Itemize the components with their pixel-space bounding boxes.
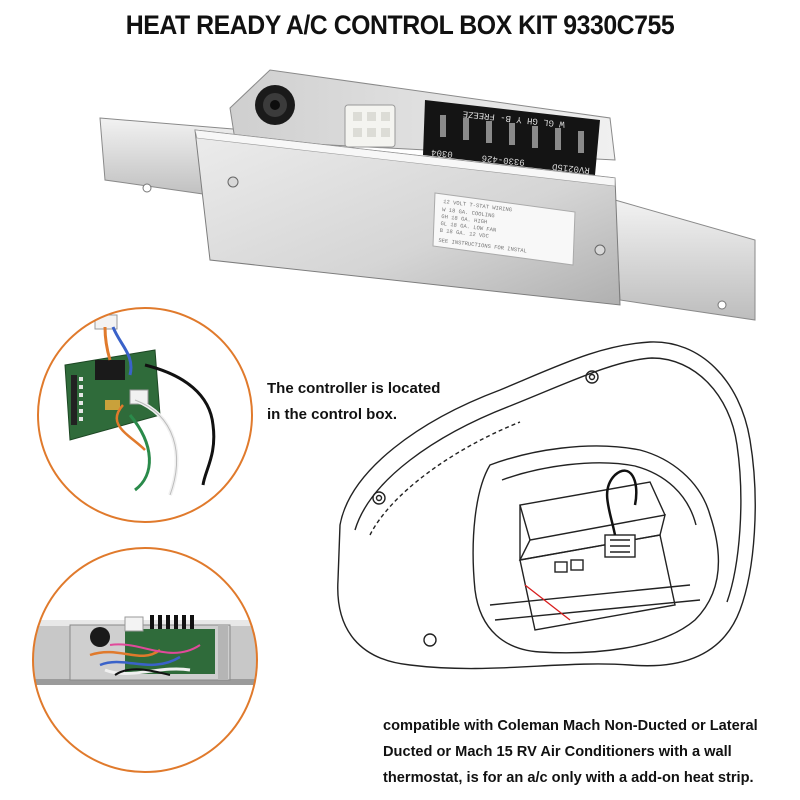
page-title: HEAT READY A/C CONTROL BOX KIT 9330C755 [125, 10, 675, 40]
board-code: RV0215D [552, 161, 591, 175]
compatibility-caption-line: Ducted or Mach 15 RV Air Conditioners wi… [383, 744, 732, 760]
white-plug-connector [344, 104, 396, 148]
wiring-sticker: 12 VOLT T-STAT WIRING W 18 GA. COOLING G… [432, 192, 576, 266]
model-code: 9330-426 [481, 152, 525, 166]
screw-right [594, 244, 606, 256]
pcb [125, 629, 215, 674]
wire-grommet [255, 85, 295, 125]
terminal-block: W GL GH Y B- FREEZE RV0215D 9330-426 030… [423, 100, 600, 175]
controller-board-photo [37, 307, 253, 523]
mounting-hole-right [717, 300, 727, 310]
controller-caption: The controller is located in the control… [267, 376, 467, 428]
right-flange [614, 199, 756, 321]
controller-caption-line: in the control box. [267, 406, 397, 423]
ac-unit-line-drawing [337, 341, 756, 670]
date-code: 0304 [431, 147, 454, 159]
mounting-hole-left [142, 183, 152, 193]
controller-caption-line: The controller is located [267, 380, 441, 397]
screw-left [227, 176, 239, 188]
control-box-interior-photo [32, 547, 258, 773]
compatibility-caption-line: compatible with Coleman Mach Non-Ducted … [383, 718, 758, 734]
compatibility-caption: compatible with Coleman Mach Non-Ducted … [383, 713, 795, 791]
red-pointer [524, 584, 571, 621]
control-box-photo: W GL GH Y B- FREEZE RV0215D 9330-426 030… [99, 69, 756, 321]
compatibility-caption-line: thermostat, is for an a/c only with a ad… [383, 770, 754, 786]
circle-border [32, 547, 258, 773]
circle-border [37, 307, 253, 523]
